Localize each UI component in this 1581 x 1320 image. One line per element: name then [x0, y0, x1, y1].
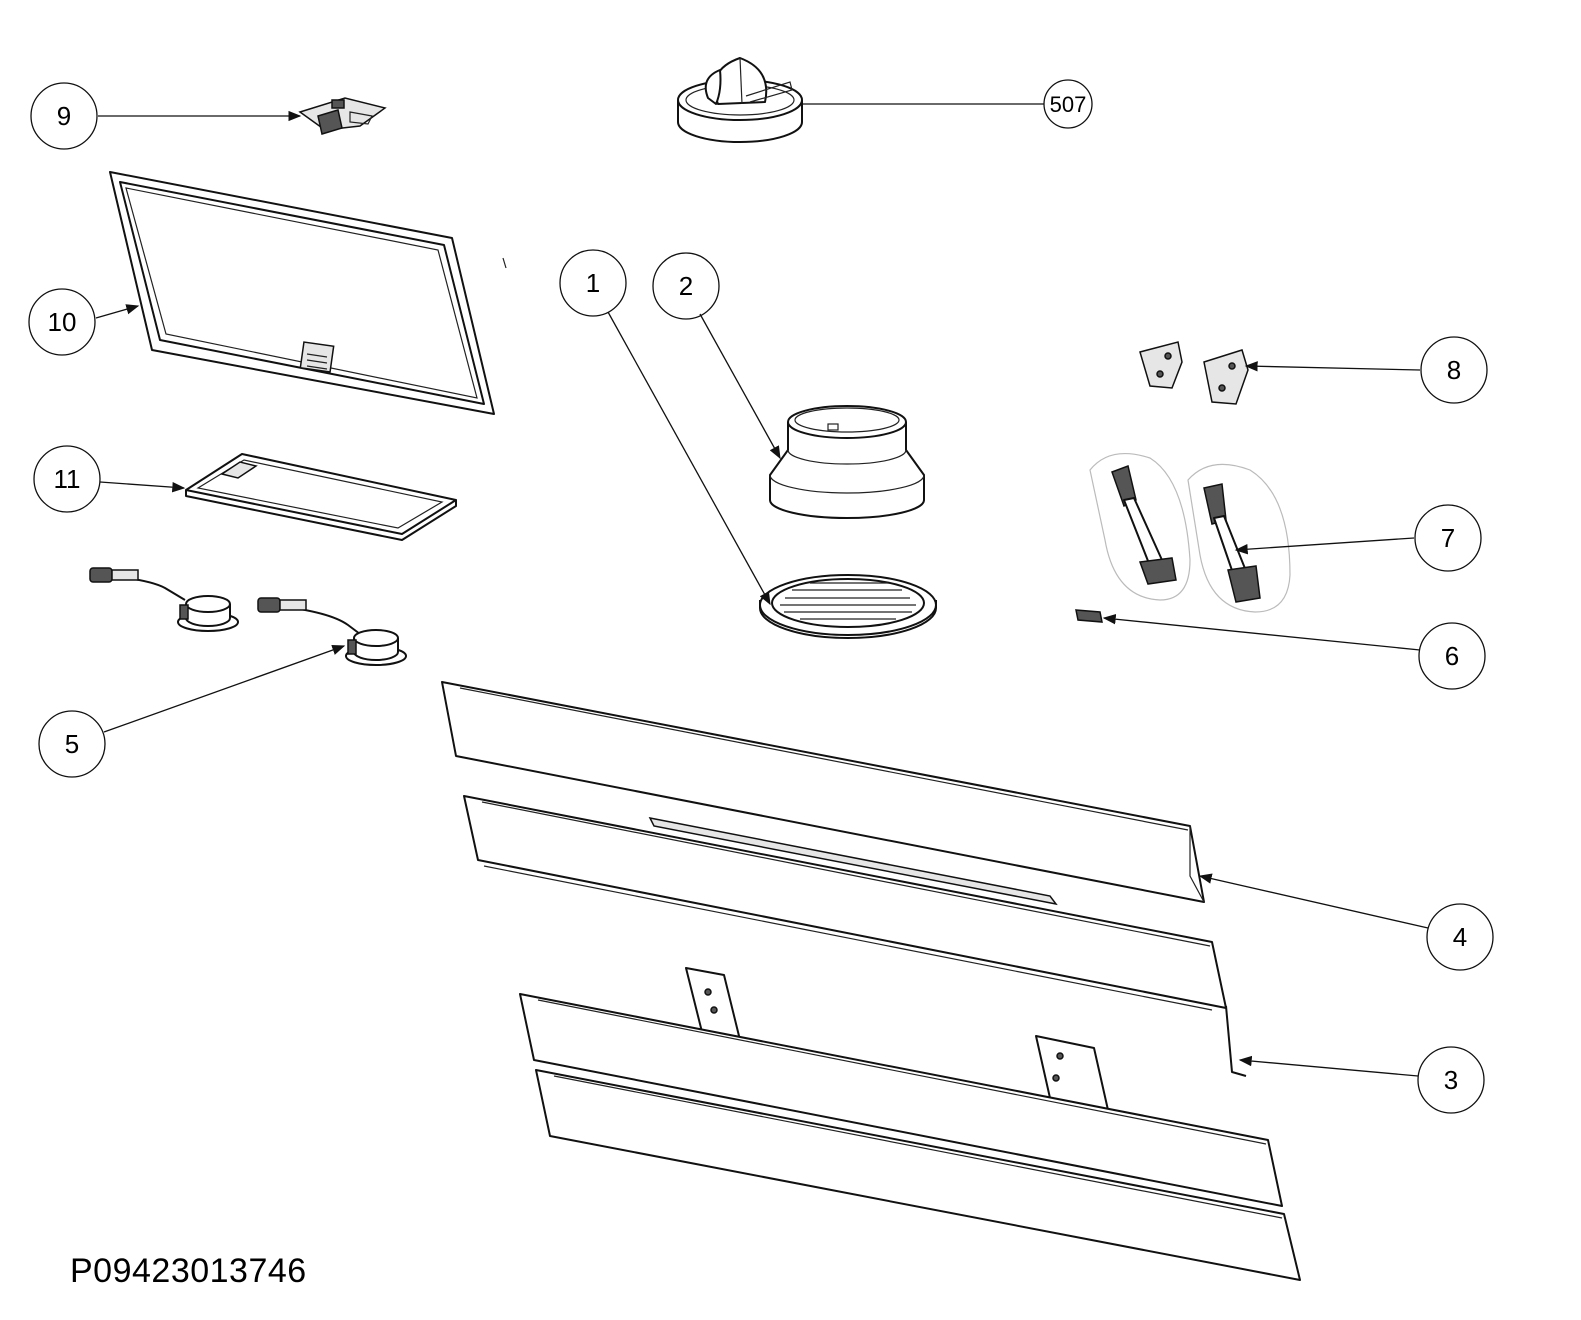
callout-3-label: 3: [1444, 1065, 1458, 1095]
part-3-panels: [519, 967, 1301, 1281]
callout-9-label: 9: [57, 101, 71, 131]
callout-2: 2: [652, 252, 720, 320]
part-4-panels: [441, 681, 1227, 1011]
callout-10: 10: [28, 288, 96, 356]
callout-4: 4: [1426, 903, 1494, 971]
callout-3: 3: [1417, 1046, 1485, 1114]
part-9-switch-bracket: [298, 97, 387, 135]
part-507-damper: [677, 57, 803, 143]
callout-7: 7: [1414, 504, 1482, 572]
callout-6-label: 6: [1445, 641, 1459, 671]
callout-1-label: 1: [586, 268, 600, 298]
callout-8: 8: [1420, 336, 1488, 404]
callout-5: 5: [38, 710, 106, 778]
callout-6: 6: [1418, 622, 1486, 690]
callout-1: 1: [559, 249, 627, 317]
callout-7-label: 7: [1441, 523, 1455, 553]
callout-507: 507: [1043, 79, 1093, 129]
callout-5-label: 5: [65, 729, 79, 759]
part-6-clip: [1075, 609, 1103, 623]
part-1-grille: [759, 574, 937, 639]
drawing-code: P09423013746: [70, 1252, 307, 1290]
callout-11-label: 11: [54, 464, 81, 494]
callout-507-label: 507: [1050, 92, 1087, 117]
callout-4-label: 4: [1453, 922, 1467, 952]
callout-2-label: 2: [679, 271, 693, 301]
callout-8-label: 8: [1447, 355, 1461, 385]
part-7-gas-struts: [1089, 452, 1291, 613]
part-8-brackets: [1139, 341, 1249, 405]
callout-11: 11: [33, 445, 101, 513]
part-10-filter-frame: [109, 171, 507, 415]
callout-9: 9: [30, 82, 98, 150]
part-2-duct-reducer: [769, 405, 925, 519]
leader-lines: [95, 103, 1429, 1077]
callout-10-label: 10: [48, 307, 77, 337]
part-11-grease-filter: [185, 453, 457, 541]
part-5-lights: [89, 567, 407, 666]
